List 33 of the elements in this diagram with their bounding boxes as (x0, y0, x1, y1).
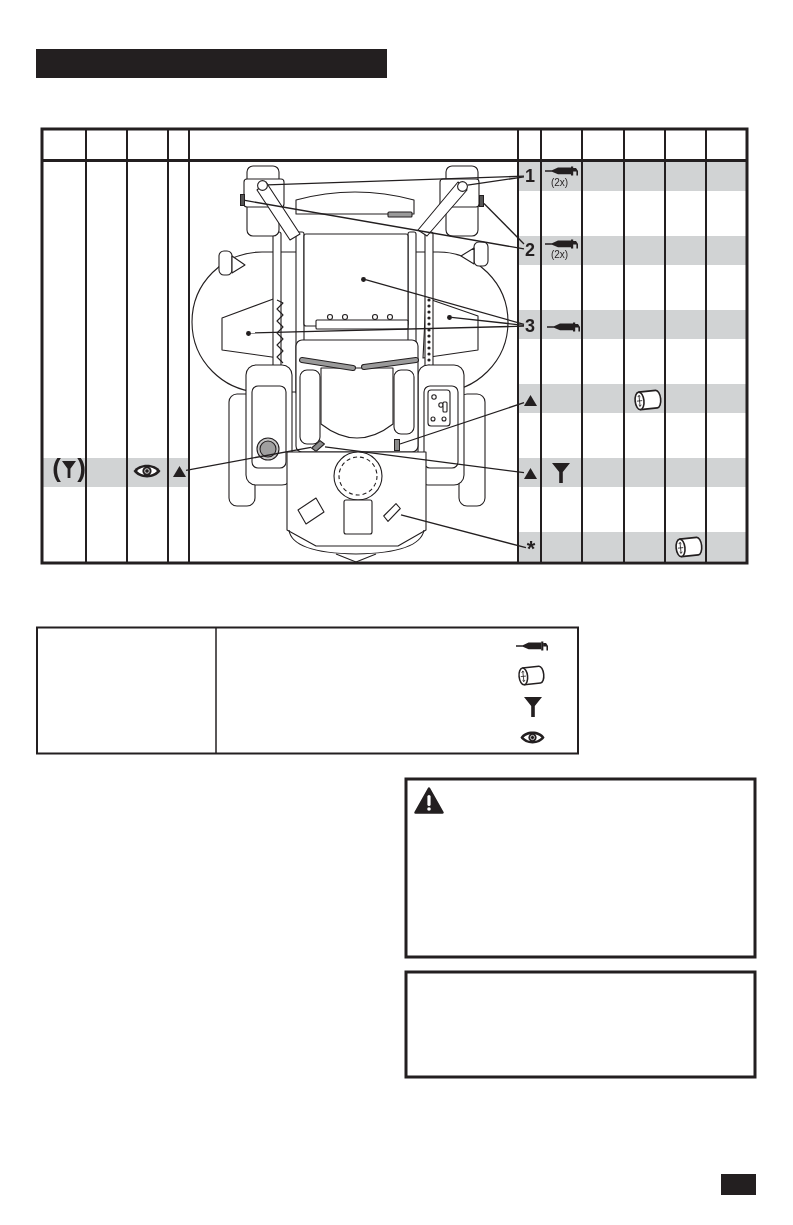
parenthesis: ) (77, 454, 86, 483)
triangle-icon (524, 395, 537, 406)
callout-label: 2 (524, 242, 536, 258)
callout-label: * (526, 539, 536, 559)
grease-point (360, 276, 366, 282)
page-number-tab (721, 1174, 756, 1195)
leader-line (450, 316, 525, 326)
leader-line (364, 279, 525, 325)
parenthesis: ( (52, 454, 61, 483)
engine-part (383, 503, 401, 522)
pivot-joint (456, 180, 468, 192)
heading-bar (36, 49, 387, 78)
callout-label: 3 (524, 318, 536, 334)
leader-line (483, 202, 525, 245)
triangle-icon (524, 468, 537, 479)
grease-point (446, 314, 452, 320)
leader-line (466, 176, 525, 186)
leader-line (249, 325, 525, 334)
leader-line (266, 175, 525, 186)
callout-label: 1 (524, 168, 536, 184)
grease-point (245, 330, 251, 336)
leader-line (324, 446, 525, 474)
pivot-joint (256, 179, 268, 191)
axle-bolt (479, 195, 484, 207)
leader-line (185, 446, 312, 471)
triangle-icon (173, 466, 186, 477)
leader-line (399, 402, 525, 445)
quantity-note: (2x) (550, 248, 569, 260)
leader-line (400, 514, 527, 549)
quantity-note: (2x) (550, 176, 569, 188)
axle-bolt (240, 194, 245, 206)
leader-line (244, 199, 525, 250)
small-block (394, 439, 400, 451)
